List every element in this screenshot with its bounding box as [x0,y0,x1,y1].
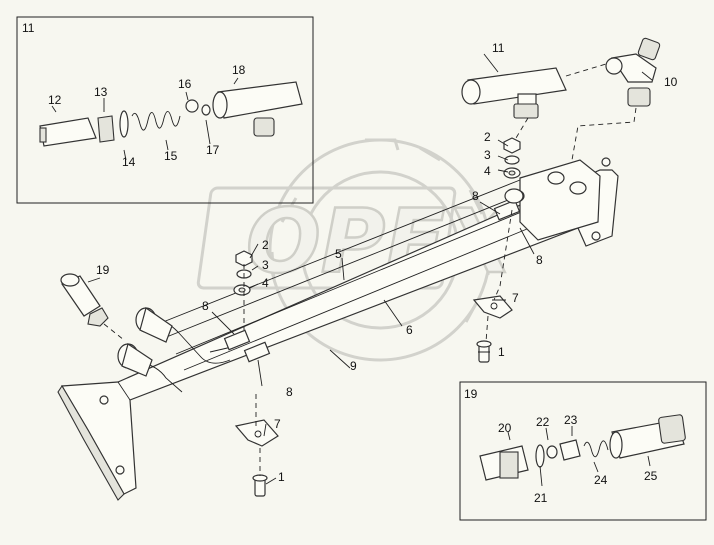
label-18: 18 [232,63,246,77]
label-5: 5 [335,247,342,261]
label-2-left: 2 [262,238,269,252]
label-19: 19 [96,263,110,277]
label-17: 17 [206,143,220,157]
base-plate [57,157,619,501]
label-2-right: 2 [484,130,491,144]
bolt-lower [252,474,268,497]
pipe-end-fittings [117,307,173,377]
label-25: 25 [644,469,658,483]
fitting-19 [60,273,109,327]
label-14: 14 [122,155,136,169]
label-12: 12 [48,93,62,107]
label-1-lower: 1 [278,470,285,484]
label-11: 11 [492,41,505,55]
label-23: 23 [564,413,578,427]
inset-title-19: 19 [464,387,478,401]
label-1-upper: 1 [498,345,505,359]
label-21: 21 [534,491,548,505]
label-16: 16 [178,77,192,91]
clip-upper [472,295,513,319]
hardware-stack-left [233,250,253,296]
label-24: 24 [594,473,608,487]
label-9: 9 [350,359,357,373]
label-22: 22 [536,415,550,429]
hardware-stack-right [503,137,524,204]
label-4-right: 4 [484,164,491,178]
label-8-a: 8 [202,299,209,313]
pipe-bundle [139,179,545,393]
clip-lower [234,419,279,447]
label-15: 15 [164,149,178,163]
label-10: 10 [664,75,678,89]
leader-lines [87,53,653,485]
label-8-c: 8 [472,189,479,203]
dashed-connectors [103,63,637,476]
label-13: 13 [94,85,108,99]
label-8-d: 8 [536,253,543,267]
label-6: 6 [406,323,413,337]
bolt-upper [476,340,492,363]
inset-title-11: 11 [22,21,35,35]
inset-detail-11: 11 [16,16,314,204]
inset-detail-19: 19 [459,381,707,521]
label-8-b: 8 [286,385,293,399]
part-labels: 1 1 2 2 3 3 4 4 5 6 7 7 8 8 8 8 9 10 11 … [48,41,678,505]
label-20: 20 [498,421,512,435]
label-7-upper: 7 [512,291,519,305]
valve-11 [461,67,567,119]
label-7-lower: 7 [274,417,281,431]
label-3-right: 3 [484,148,491,162]
tee-fitting-10 [605,37,661,107]
label-4-left: 4 [262,276,269,290]
label-3-left: 3 [262,258,269,272]
